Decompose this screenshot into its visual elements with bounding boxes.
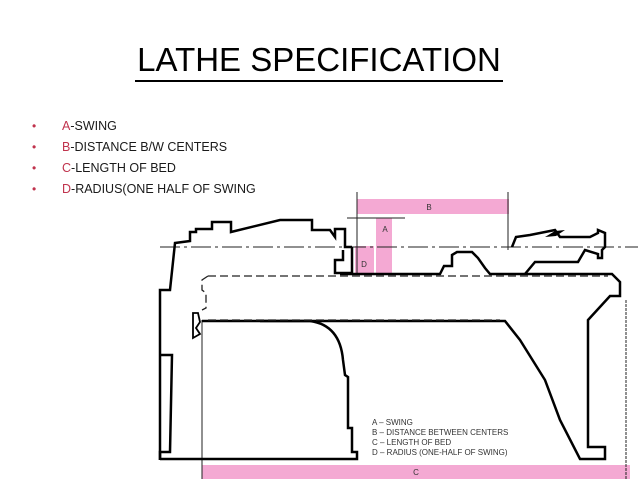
bullet-item-c: •C-LENGTH OF BED <box>32 158 256 179</box>
label-d: D <box>361 260 367 269</box>
bullet-icon: • <box>32 140 37 154</box>
bullet-icon: • <box>32 182 37 196</box>
bullet-icon: • <box>32 119 37 133</box>
legend-item-b: B – DISTANCE BETWEEN CENTERS <box>372 428 508 437</box>
dimension-band-d <box>355 246 374 273</box>
bullet-item-b: •B-DISTANCE B/W CENTERS <box>32 137 256 158</box>
bullet-item-a: •A-SWING <box>32 116 256 137</box>
dimension-band-b <box>357 199 509 214</box>
legend-item-c: C – LENGTH OF BED <box>372 438 451 447</box>
label-b: B <box>426 203 431 212</box>
legend-item-a: A – SWING <box>372 418 413 427</box>
dimension-band-a <box>376 218 392 273</box>
legend-item-d: D – RADIUS (ONE-HALF OF SWING) <box>372 448 508 457</box>
slide-title: LATHE SPECIFICATION <box>0 40 638 82</box>
dimension-band-c <box>202 465 630 479</box>
page-title: LATHE SPECIFICATION <box>135 40 503 82</box>
label-c: C <box>413 468 419 477</box>
label-a: A <box>382 225 388 234</box>
bullet-item-d: •D-RADIUS(ONE HALF OF SWING <box>32 179 256 200</box>
bullet-icon: • <box>32 161 37 175</box>
spec-bullet-list: •A-SWING •B-DISTANCE B/W CENTERS •C-LENG… <box>32 116 256 200</box>
